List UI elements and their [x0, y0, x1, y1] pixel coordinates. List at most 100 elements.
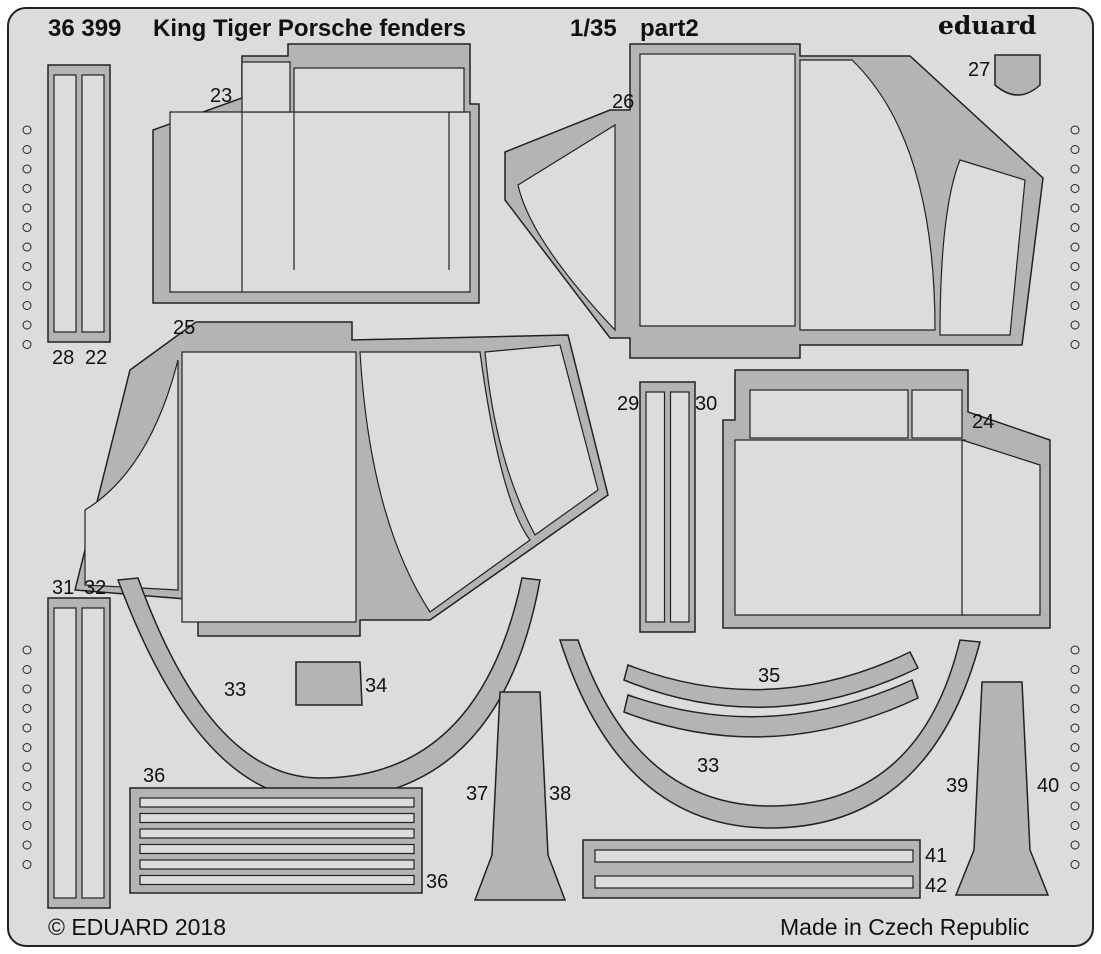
label-30: 30: [695, 393, 717, 415]
side-hole: [22, 840, 32, 850]
side-hole: [22, 665, 32, 674]
strip: [53, 607, 77, 899]
side-hole: [1070, 762, 1080, 772]
side-hole: [22, 723, 32, 733]
side-hole: [1070, 184, 1080, 193]
side-hole: [22, 762, 32, 772]
side-hole: [1070, 743, 1080, 752]
side-hole: [1070, 340, 1080, 349]
label-24: 24: [972, 411, 994, 433]
label-29: 29: [617, 393, 639, 415]
label-40: 40: [1037, 775, 1059, 797]
side-hole: [22, 301, 32, 310]
part-26: [504, 43, 1044, 359]
label-25: 25: [173, 317, 195, 339]
label-36a: 36: [143, 765, 165, 787]
side-hole: [22, 801, 32, 811]
side-hole: [1070, 684, 1080, 694]
side-hole: [22, 340, 32, 349]
copyright: © EDUARD 2018: [48, 914, 226, 940]
side-hole: [22, 782, 32, 791]
part-36-strip: [139, 812, 415, 824]
side-hole: [1070, 801, 1080, 811]
part-36-strip: [139, 859, 415, 870]
part-36-strips: [139, 797, 415, 886]
part-24: [722, 369, 1051, 629]
part-33-left: [116, 577, 541, 801]
side-hole: [1070, 125, 1080, 135]
side-hole: [22, 203, 32, 213]
side-hole: [22, 184, 32, 193]
label-33b: 33: [697, 755, 719, 777]
side-hole: [1070, 320, 1080, 330]
side-hole: [22, 645, 32, 655]
label-34: 34: [365, 675, 387, 697]
side-hole: [1070, 723, 1080, 733]
side-hole: [1070, 860, 1080, 869]
side-hole: [22, 125, 32, 135]
side-hole: [1070, 145, 1080, 154]
label-31: 31: [52, 577, 74, 599]
side-hole: [22, 262, 32, 271]
part-36-strip: [139, 797, 415, 808]
side-hole: [22, 743, 32, 752]
side-hole: [1070, 281, 1080, 291]
label-33a: 33: [224, 679, 246, 701]
fret-title: King Tiger Porsche fenders: [153, 15, 466, 42]
part-39-40: [954, 681, 1050, 896]
side-hole: [1070, 782, 1080, 791]
label-42: 42: [925, 875, 947, 897]
side-hole: [1070, 262, 1080, 271]
part-23: [152, 43, 480, 304]
strips: [47, 64, 696, 909]
side-hole: [1070, 242, 1080, 252]
fret-scale: 1/35: [570, 15, 617, 42]
label-38: 38: [549, 783, 571, 805]
fret-part: part2: [640, 15, 699, 42]
side-hole: [22, 684, 32, 694]
brand-logo: eduard: [938, 11, 1036, 40]
side-hole: [22, 860, 32, 869]
label-28: 28: [52, 347, 74, 369]
strip: [645, 391, 666, 623]
label-22: 22: [85, 347, 107, 369]
side-hole: [1070, 223, 1080, 232]
part-42: [594, 875, 914, 889]
part-41-42: [582, 839, 921, 899]
side-hole: [1070, 840, 1080, 850]
label-23: 23: [210, 85, 232, 107]
part-41: [594, 849, 914, 863]
strip: [669, 391, 690, 623]
product-number: 36 399: [48, 15, 121, 42]
part-33-right: [558, 639, 981, 829]
strip: [81, 74, 105, 333]
side-hole: [1070, 164, 1080, 174]
side-hole: [1070, 821, 1080, 830]
part-35b: [623, 678, 919, 738]
part-34: [295, 661, 363, 706]
label-26: 26: [612, 91, 634, 113]
side-hole: [1070, 645, 1080, 655]
part-35a: [623, 651, 920, 709]
side-hole: [22, 242, 32, 252]
strip: [53, 74, 77, 333]
label-27: 27: [968, 59, 990, 81]
side-holes: [22, 125, 1080, 869]
side-hole: [22, 281, 32, 291]
side-hole: [22, 164, 32, 174]
label-37: 37: [466, 783, 488, 805]
part-36-strip: [139, 828, 415, 839]
part-36-strip: [139, 843, 415, 855]
label-35: 35: [758, 665, 780, 687]
side-hole: [22, 145, 32, 154]
side-hole: [22, 223, 32, 232]
side-hole: [1070, 301, 1080, 310]
label-36b: 36: [426, 871, 448, 893]
side-hole: [1070, 203, 1080, 213]
side-hole: [22, 821, 32, 830]
label-32: 32: [84, 577, 106, 599]
side-hole: [22, 704, 32, 713]
part-25: [74, 321, 609, 637]
